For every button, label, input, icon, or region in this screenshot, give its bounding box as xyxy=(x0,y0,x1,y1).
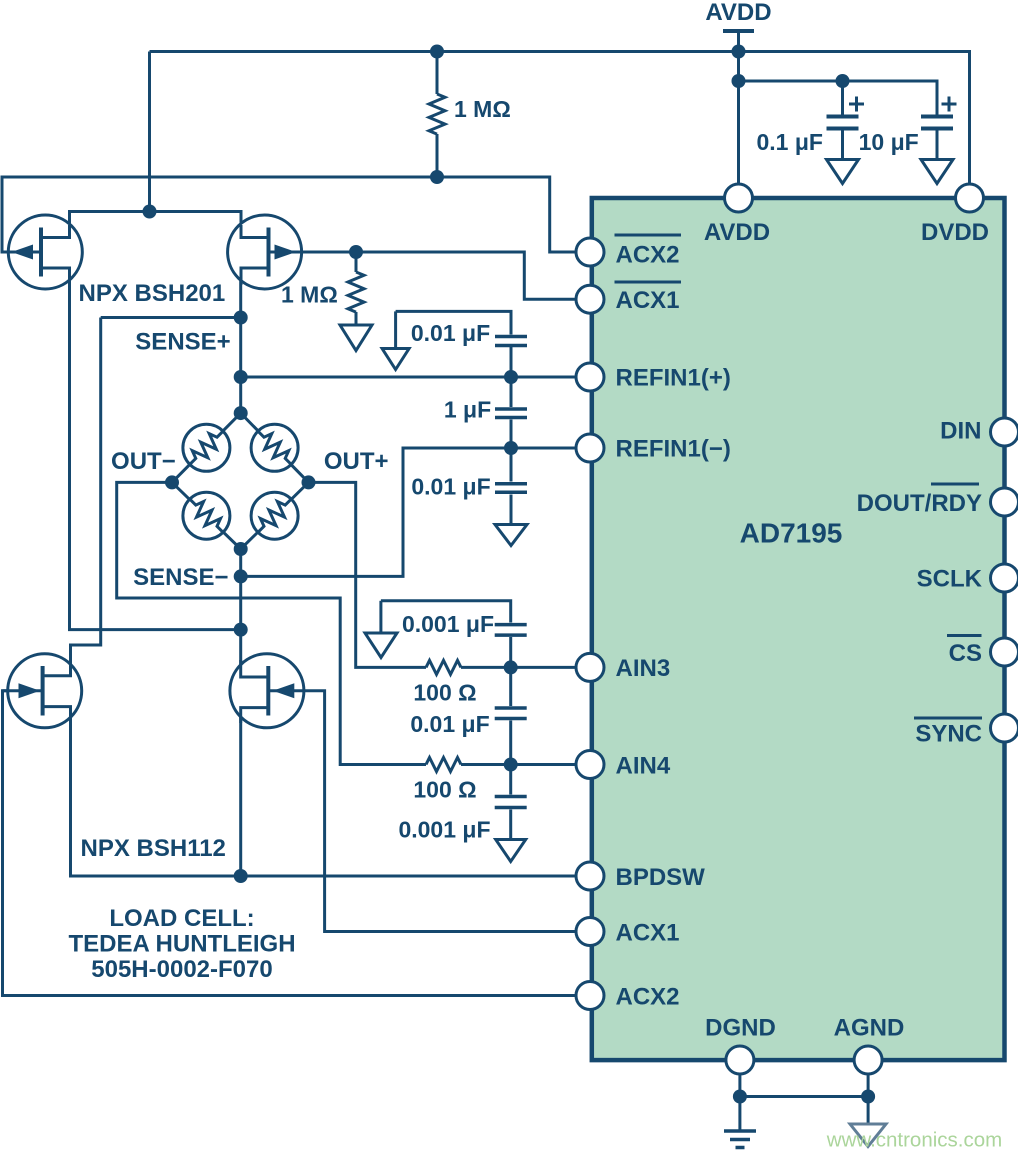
svg-text:ACX1: ACX1 xyxy=(616,920,680,947)
svg-text:0.001 μF: 0.001 μF xyxy=(398,816,490,842)
svg-text:0.01 μF: 0.01 μF xyxy=(410,711,489,737)
svg-text:SENSE+: SENSE+ xyxy=(135,329,230,356)
svg-text:TEDEA HUNTLEIGH: TEDEA HUNTLEIGH xyxy=(68,931,295,958)
svg-text:100 Ω: 100 Ω xyxy=(413,679,476,705)
svg-text:AIN4: AIN4 xyxy=(616,753,671,780)
svg-text:AVDD: AVDD xyxy=(704,219,770,246)
svg-text:REFIN1(+): REFIN1(+) xyxy=(616,365,731,392)
svg-text:AGND: AGND xyxy=(834,1015,905,1042)
svg-text:ACX1: ACX1 xyxy=(616,287,680,314)
svg-text:DVDD: DVDD xyxy=(921,219,989,246)
svg-text:ACX2: ACX2 xyxy=(616,984,680,1011)
svg-text:DGND: DGND xyxy=(705,1015,776,1042)
svg-text:505H-0002-F070: 505H-0002-F070 xyxy=(91,956,272,983)
svg-text:SYNC: SYNC xyxy=(915,721,982,748)
svg-text:ACX2: ACX2 xyxy=(616,242,680,269)
svg-text:NPX BSH112: NPX BSH112 xyxy=(81,835,226,862)
svg-text:SENSE−: SENSE− xyxy=(133,564,228,591)
svg-text:1 MΩ: 1 MΩ xyxy=(454,96,511,122)
svg-text:DIN: DIN xyxy=(940,417,981,444)
svg-text:100 Ω: 100 Ω xyxy=(413,776,476,802)
svg-text:SCLK: SCLK xyxy=(917,566,983,593)
svg-text:NPX BSH201: NPX BSH201 xyxy=(79,280,226,307)
svg-text:DOUT/RDY: DOUT/RDY xyxy=(857,490,982,517)
svg-text:AD7195: AD7195 xyxy=(740,518,843,549)
svg-text:0.1 μF: 0.1 μF xyxy=(756,129,822,155)
svg-text:AIN3: AIN3 xyxy=(616,655,671,682)
svg-text:OUT+: OUT+ xyxy=(324,448,389,475)
svg-text:0.001 μF: 0.001 μF xyxy=(402,611,494,637)
svg-text:10 μF: 10 μF xyxy=(859,129,919,155)
svg-text:www.cntronics.com: www.cntronics.com xyxy=(826,1129,1002,1152)
svg-text:REFIN1(−): REFIN1(−) xyxy=(616,436,731,463)
svg-text:0.01 μF: 0.01 μF xyxy=(411,320,490,346)
svg-text:0.01 μF: 0.01 μF xyxy=(411,474,490,500)
svg-text:1 μF: 1 μF xyxy=(444,397,491,423)
svg-text:LOAD CELL:: LOAD CELL: xyxy=(109,905,254,932)
svg-text:CS: CS xyxy=(949,640,982,667)
svg-text:BPDSW: BPDSW xyxy=(616,864,706,891)
svg-text:OUT−: OUT− xyxy=(111,448,176,475)
svg-text:1 MΩ: 1 MΩ xyxy=(281,282,338,308)
svg-text:AVDD: AVDD xyxy=(705,0,771,26)
